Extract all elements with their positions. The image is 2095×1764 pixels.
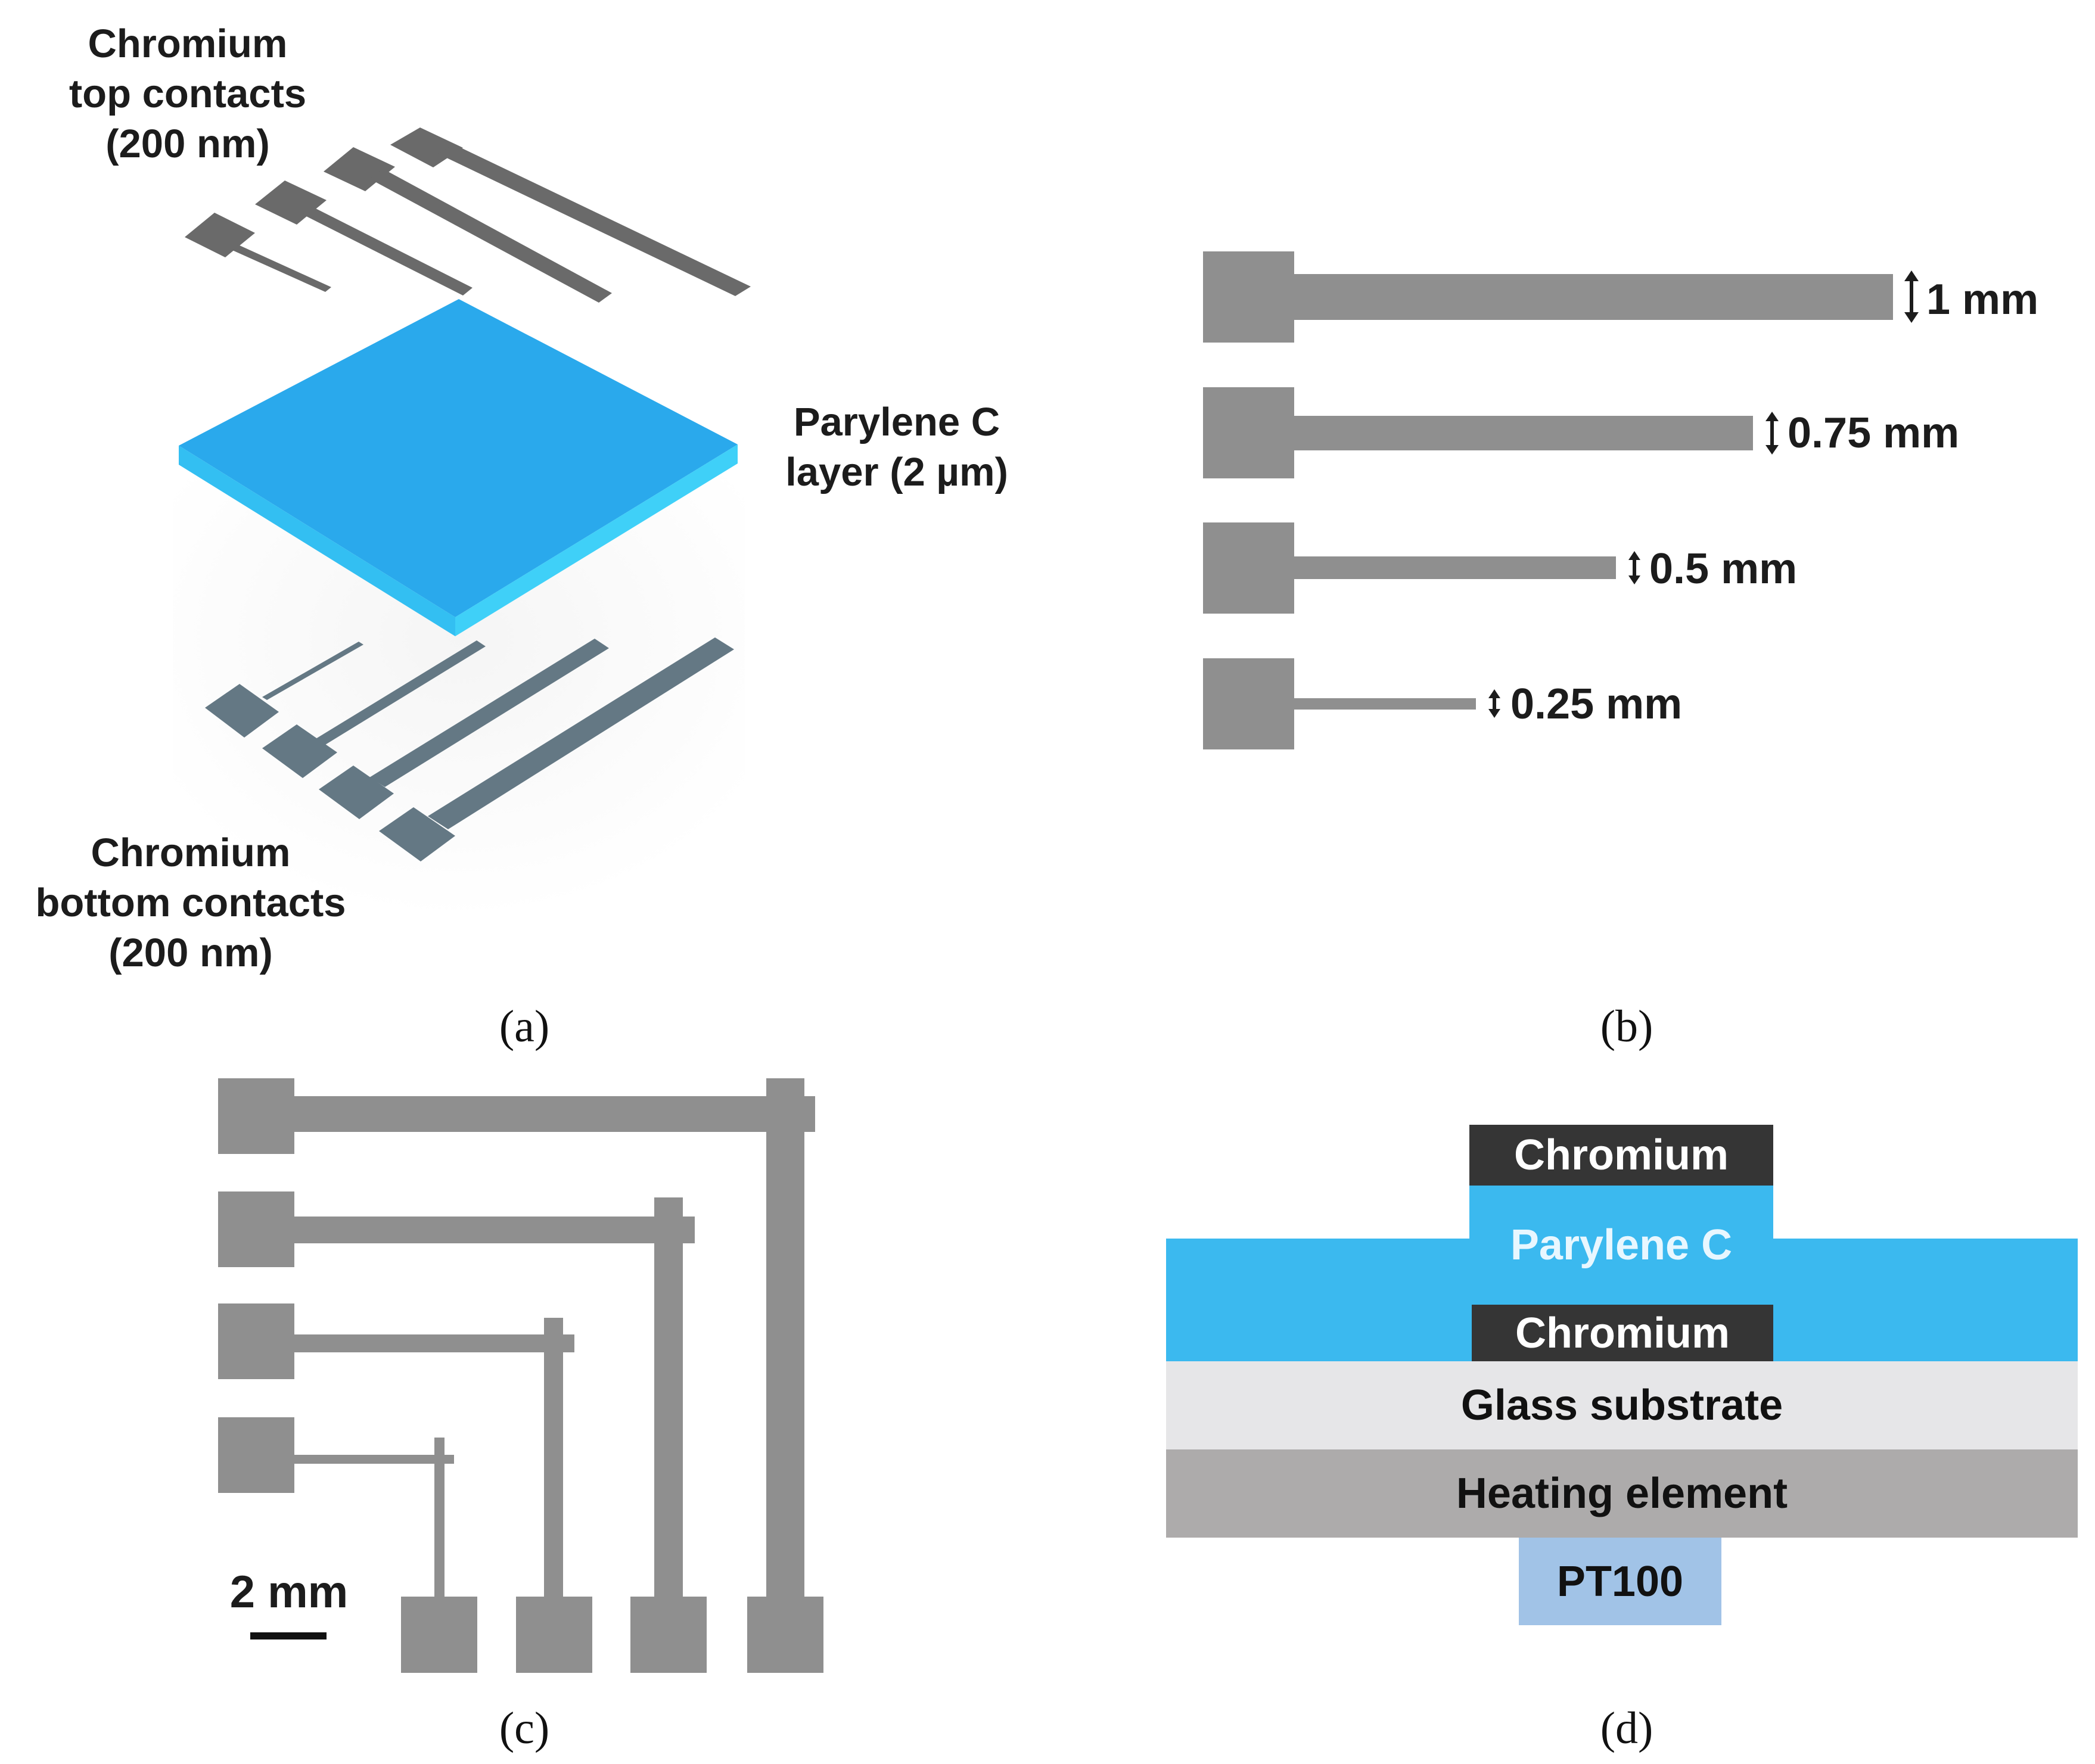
parylene-layer-label-line-2: layer (2 µm) bbox=[785, 450, 1008, 494]
bottom-contact-4 bbox=[379, 807, 455, 861]
caption-a: (a) bbox=[499, 1001, 550, 1051]
bottom-contact-2-strip bbox=[316, 640, 486, 745]
top-contacts-label-line-1: Chromium bbox=[88, 21, 288, 66]
chromium-top-layer: Chromium bbox=[1469, 1125, 1773, 1186]
contact-c-4-horizontal bbox=[294, 1455, 454, 1464]
parylene-slab-right-side bbox=[455, 444, 738, 636]
contact-c-1-vertical bbox=[766, 1078, 804, 1609]
pt100-label: PT100 bbox=[1556, 1557, 1684, 1606]
top-contact-2-strip bbox=[303, 207, 473, 295]
scale-bar bbox=[250, 1632, 327, 1639]
bottom-contact-3-strip bbox=[369, 639, 609, 787]
contact-b-2-strip bbox=[1294, 416, 1753, 450]
bottom-contact-3 bbox=[319, 766, 394, 819]
panel-c-diagram bbox=[218, 1078, 823, 1673]
parylene-layer-label-line-1: Parylene C bbox=[793, 400, 1000, 444]
arrow-1mm-icon bbox=[1904, 270, 1919, 323]
parylene-slab-left-side bbox=[179, 446, 455, 636]
bottom-contact-1 bbox=[205, 684, 279, 738]
heating-element-layer: Heating element bbox=[1166, 1449, 2078, 1538]
parylene-bump bbox=[1469, 1186, 1773, 1242]
contact-b-3-pad bbox=[1203, 522, 1294, 614]
contact-c-3-horizontal bbox=[294, 1334, 574, 1352]
heating-element-label: Heating element bbox=[1456, 1470, 1788, 1517]
parylene-layer-label: Parylene C layer (2 µm) bbox=[757, 397, 1037, 497]
bottom-contacts-label-line-3: (200 nm) bbox=[108, 931, 273, 975]
contact-b-4-strip bbox=[1294, 698, 1476, 710]
top-contacts-label-line-3: (200 nm) bbox=[105, 122, 270, 166]
chromium-bottom-label: Chromium bbox=[1515, 1309, 1730, 1357]
bottom-contact-4-strip bbox=[428, 637, 734, 829]
bottom-contacts-label-line-1: Chromium bbox=[91, 830, 291, 875]
caption-c: (c) bbox=[499, 1703, 550, 1753]
contact-b-3-strip bbox=[1294, 556, 1616, 579]
contact-c-3-vertical bbox=[544, 1318, 563, 1609]
parylene-slab-top bbox=[179, 299, 738, 617]
contact-b-2-pad bbox=[1203, 387, 1294, 478]
parylene-label: Parylene C bbox=[1510, 1221, 1733, 1269]
contact-c-4-left-pad bbox=[218, 1417, 294, 1493]
top-contacts-label: Chromium top contacts (200 nm) bbox=[18, 19, 358, 169]
glass-substrate-layer: Glass substrate bbox=[1166, 1361, 2078, 1449]
glass-substrate-label: Glass substrate bbox=[1460, 1382, 1783, 1429]
chromium-bottom-layer: Chromium bbox=[1472, 1305, 1773, 1361]
contact-c-1-bottom-pad bbox=[747, 1597, 823, 1673]
contact-c-1-left-pad bbox=[218, 1078, 294, 1154]
pt100-sensor: PT100 bbox=[1519, 1538, 1721, 1625]
arrow-025mm-icon bbox=[1488, 689, 1500, 718]
contact-c-2-vertical bbox=[654, 1197, 683, 1609]
contact-c-1-horizontal bbox=[294, 1096, 815, 1132]
width-label-075mm: 0.75 mm bbox=[1788, 409, 1960, 457]
width-label-025mm: 0.25 mm bbox=[1510, 680, 1683, 728]
arrow-05mm-icon bbox=[1628, 551, 1640, 584]
contact-b-4-pad bbox=[1203, 658, 1294, 749]
width-label-05mm: 0.5 mm bbox=[1649, 545, 1798, 593]
scale-bar-label: 2 mm bbox=[229, 1567, 349, 1617]
parylene-label-box: Parylene C bbox=[1469, 1215, 1773, 1275]
contact-c-3-bottom-pad bbox=[516, 1597, 592, 1673]
bottom-contacts-label-line-2: bottom contacts bbox=[35, 881, 346, 925]
bottom-contact-2 bbox=[262, 724, 337, 778]
bottom-contact-1-strip bbox=[262, 642, 363, 700]
panel-a-diagram bbox=[173, 127, 751, 917]
contact-c-4-vertical bbox=[434, 1438, 445, 1609]
panel-b-diagram bbox=[1203, 251, 1919, 749]
contact-c-2-left-pad bbox=[218, 1191, 294, 1267]
caption-d: (d) bbox=[1600, 1703, 1653, 1753]
chromium-top-label: Chromium bbox=[1514, 1131, 1729, 1179]
contact-b-1-strip bbox=[1294, 274, 1893, 320]
contact-c-2-horizontal bbox=[294, 1217, 695, 1243]
top-contact-3-strip bbox=[369, 169, 612, 303]
top-contact-4 bbox=[390, 127, 463, 167]
top-contacts-label-line-2: top contacts bbox=[69, 71, 307, 116]
width-label-1mm: 1 mm bbox=[1926, 276, 2039, 323]
contact-c-2-bottom-pad bbox=[630, 1597, 707, 1673]
contact-b-1-pad bbox=[1203, 251, 1294, 343]
contact-c-3-left-pad bbox=[218, 1303, 294, 1379]
top-contact-4-strip bbox=[438, 144, 751, 296]
arrow-075mm-icon bbox=[1765, 412, 1779, 455]
caption-b: (b) bbox=[1600, 1001, 1653, 1051]
contact-c-4-bottom-pad bbox=[401, 1597, 477, 1673]
top-contact-1-strip bbox=[232, 245, 331, 292]
bottom-contacts-label: Chromium bottom contacts (200 nm) bbox=[12, 828, 369, 978]
